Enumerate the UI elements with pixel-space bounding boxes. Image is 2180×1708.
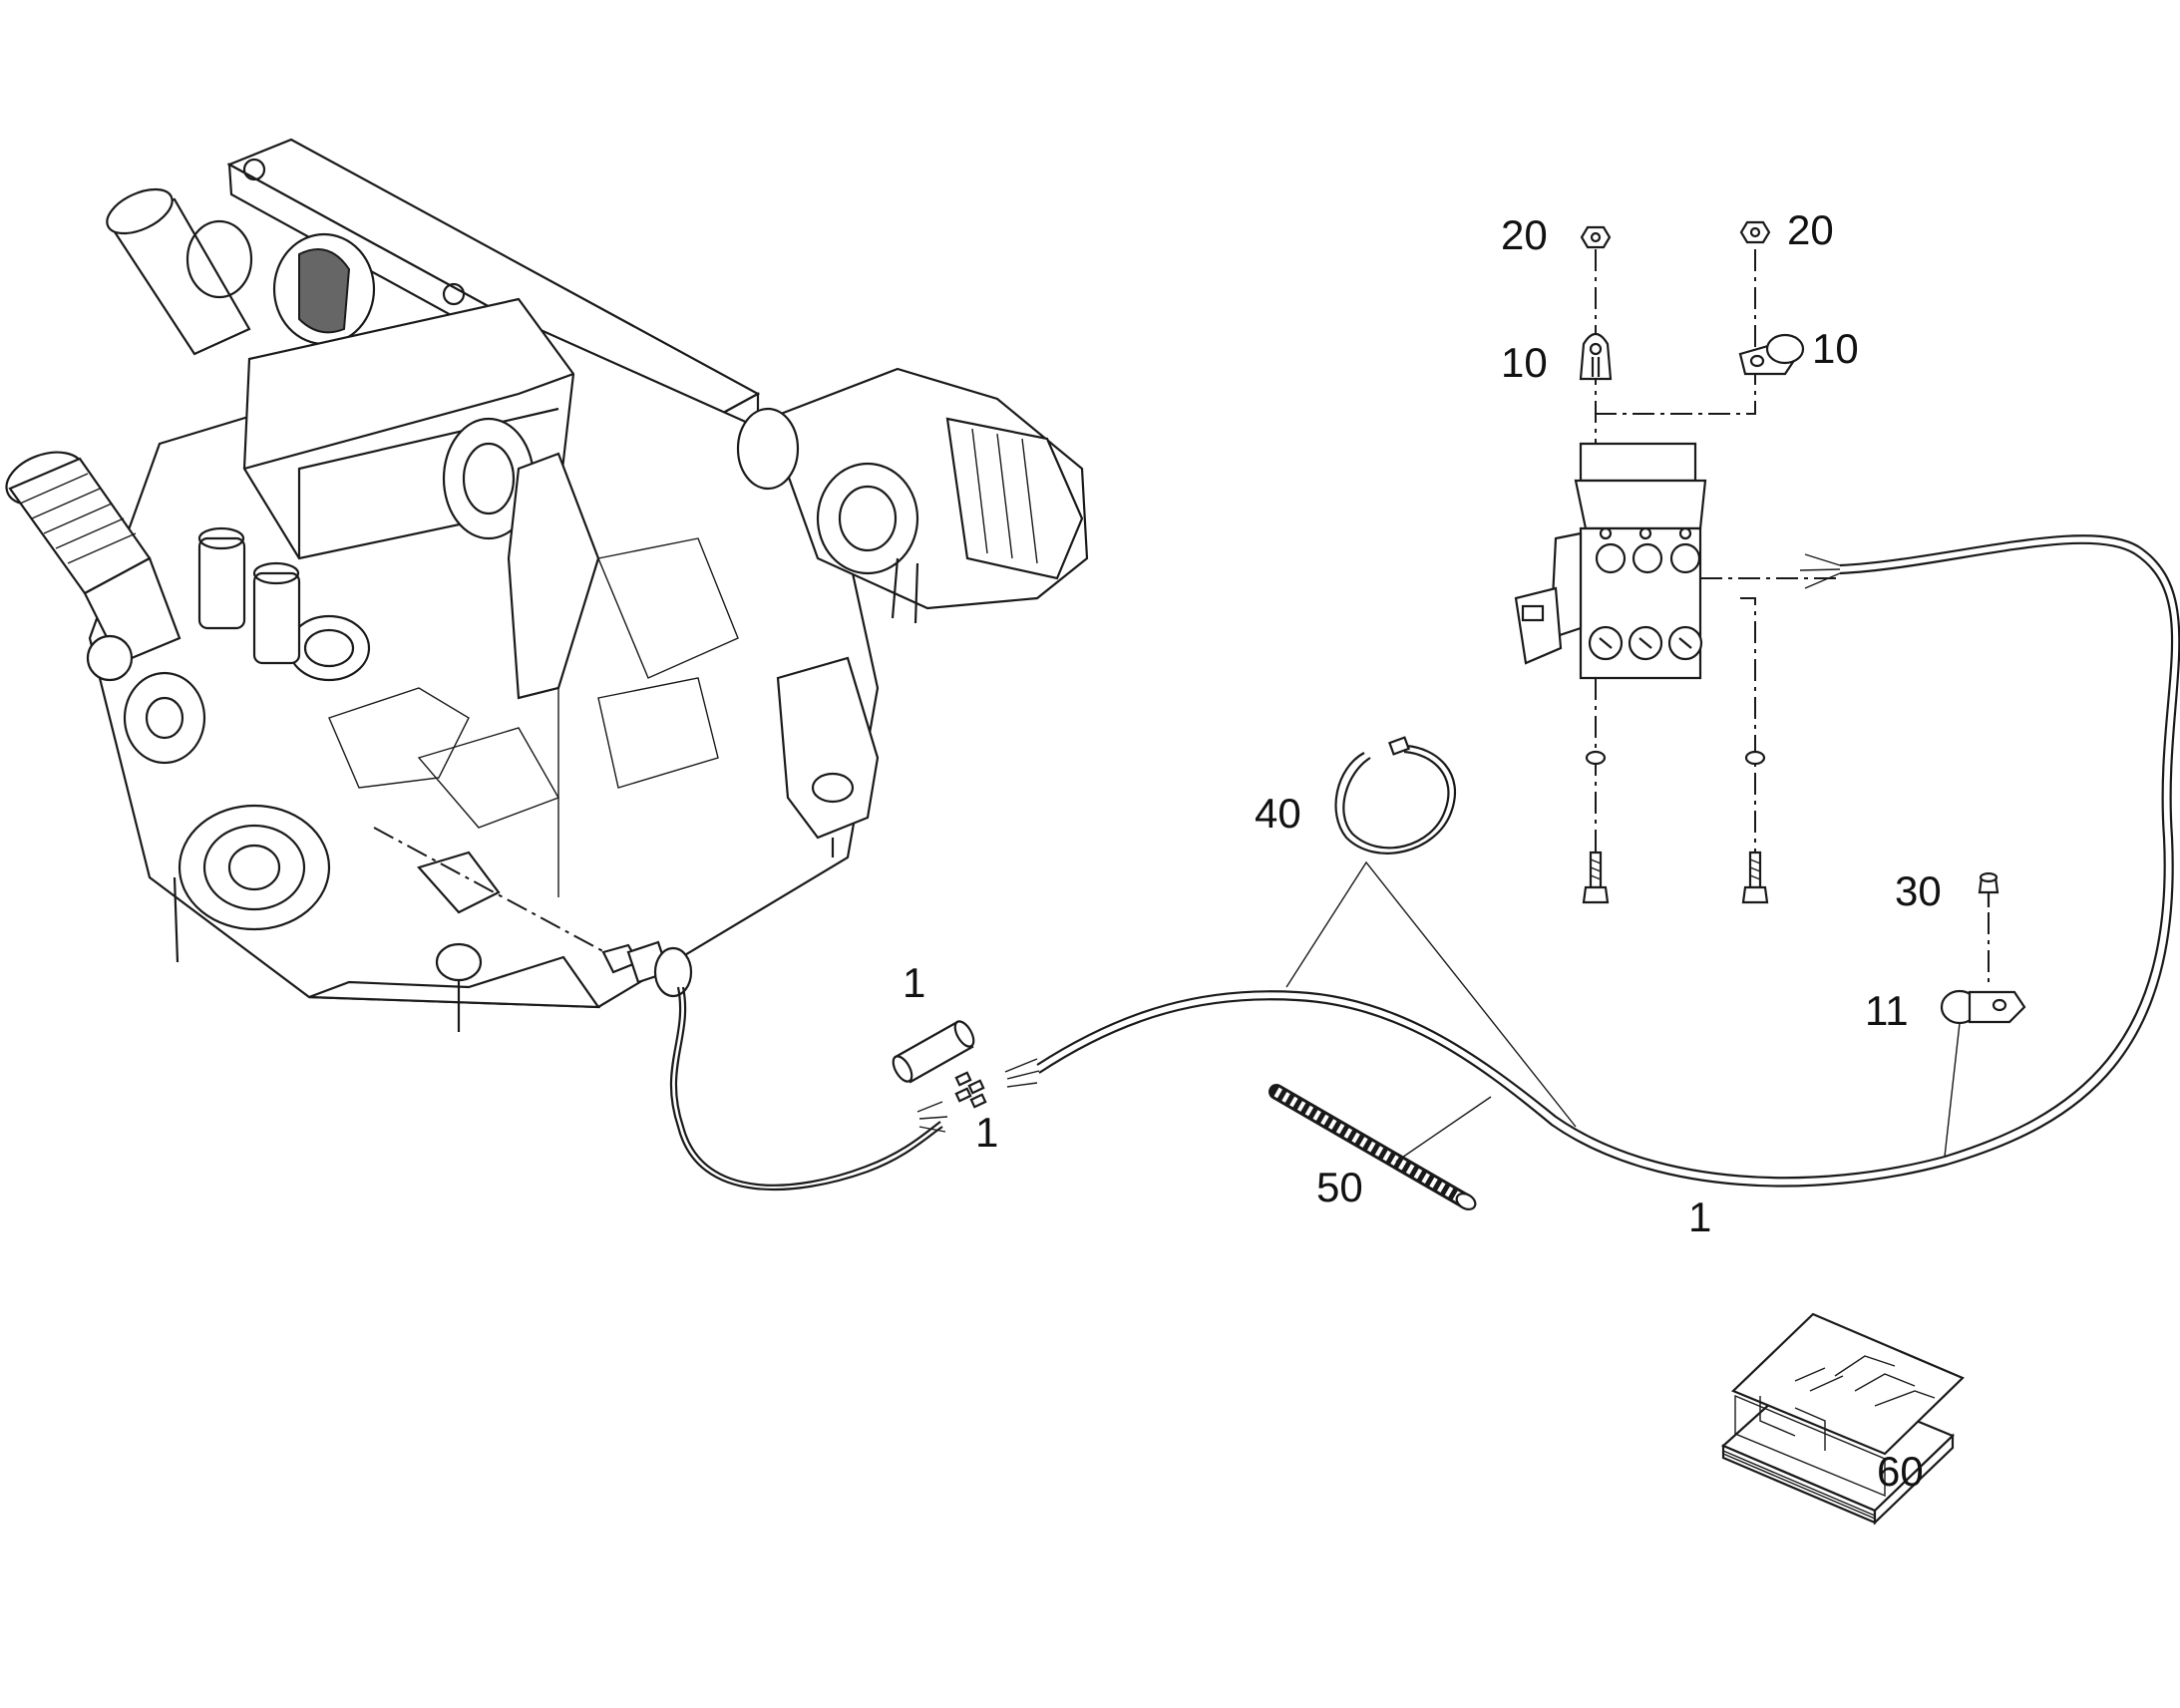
connector-pins — [954, 1071, 987, 1109]
engine-illustration — [5, 138, 1089, 1032]
valve-block — [1514, 442, 1707, 680]
leader-50 — [1395, 1096, 1492, 1163]
main-harness-cable — [1004, 534, 2180, 1188]
clamp-right — [1738, 333, 1805, 376]
engine-to-sensor-centerline — [373, 827, 624, 963]
p-clamp-11 — [1940, 989, 2026, 1025]
callout-1-harness: 1 — [1688, 1194, 1711, 1240]
callout-20-left: 20 — [1501, 211, 1548, 258]
centerline-right-top — [1596, 249, 1756, 415]
callout-1-pins: 1 — [975, 1109, 998, 1156]
callout-30: 30 — [1895, 867, 1942, 914]
nut-left — [1580, 225, 1612, 249]
bolt-left — [1582, 750, 1610, 904]
callout-10-right: 10 — [1812, 325, 1859, 372]
callout-11: 11 — [1865, 987, 1909, 1034]
cable-tie — [1334, 736, 1457, 854]
callout-40: 40 — [1255, 790, 1301, 837]
clamp-left — [1579, 332, 1613, 381]
callout-60: 60 — [1877, 1448, 1924, 1495]
heat-shrink-tube — [892, 1020, 975, 1084]
nut-right — [1739, 220, 1771, 244]
callout-50: 50 — [1316, 1164, 1363, 1210]
screw-30 — [1978, 871, 1999, 907]
leader-11 — [1944, 1022, 1961, 1158]
sensor-with-cable — [601, 940, 948, 1192]
callout-10-left: 10 — [1501, 339, 1548, 386]
callout-20-right: 20 — [1787, 206, 1834, 253]
centerline-right-bottom — [1740, 597, 1756, 902]
documentation-booklet — [1720, 1312, 1965, 1526]
callout-1-tube: 1 — [903, 959, 925, 1006]
leader-40 — [1285, 860, 1577, 1128]
corrugated-tube — [1269, 1084, 1477, 1210]
bolt-right — [1741, 750, 1769, 904]
